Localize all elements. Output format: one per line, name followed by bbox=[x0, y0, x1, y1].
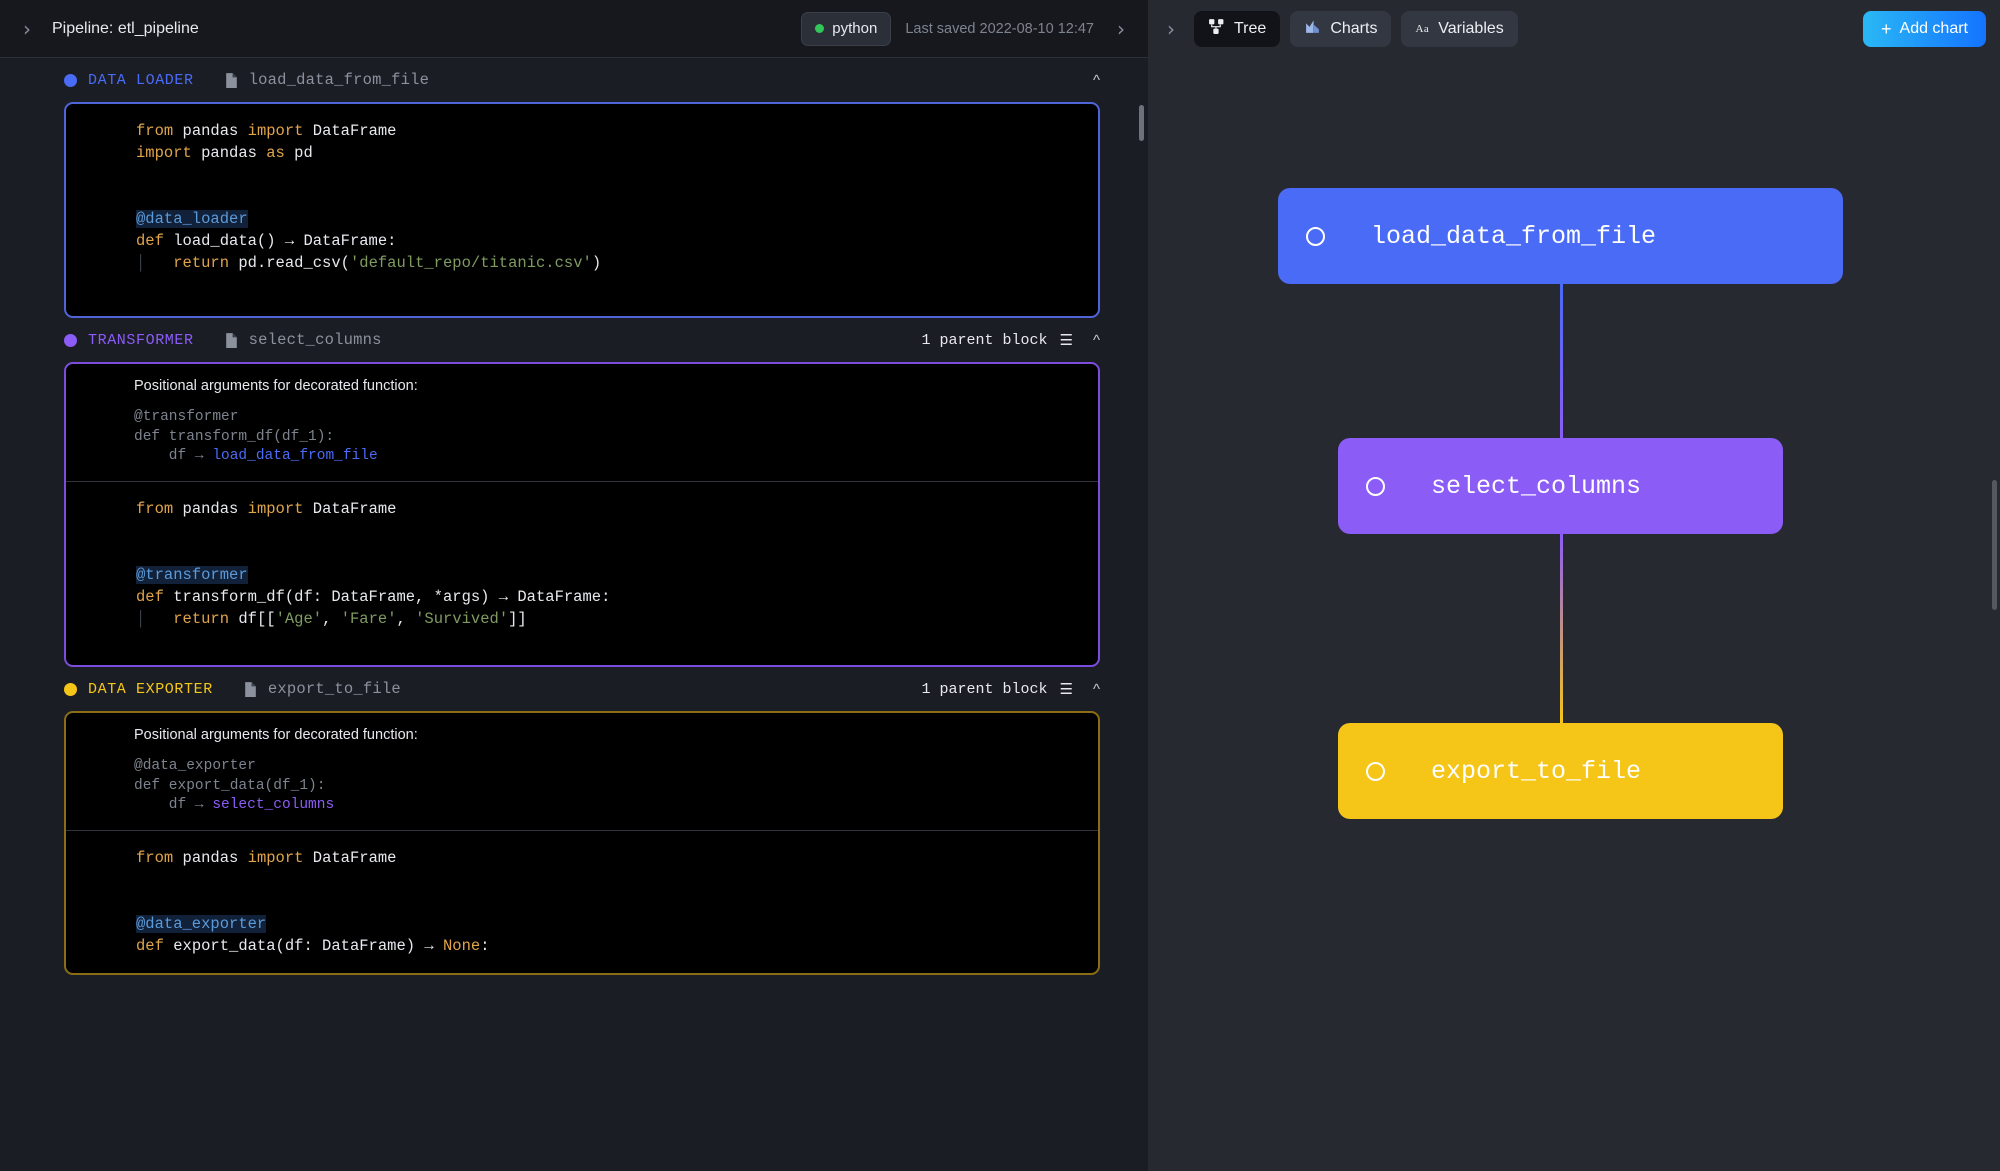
language-badge[interactable]: python bbox=[801, 11, 892, 46]
stack-icon[interactable]: ☰ bbox=[1059, 331, 1073, 349]
pipeline-block: DATA LOADER load_data_from_file ^ from pand… bbox=[64, 58, 1100, 318]
tree-edge bbox=[1559, 284, 1563, 438]
block-type-dot-icon bbox=[64, 73, 77, 87]
tree-node[interactable]: export_to_file bbox=[1338, 723, 1783, 819]
pipeline-block: TRANSFORMER select_columns 1 parent block ☰… bbox=[64, 318, 1100, 667]
view-tabs: Tree Charts Aa Variables bbox=[1194, 11, 1518, 47]
add-chart-label: Add chart bbox=[1899, 20, 1968, 37]
block-type-label: DATA EXPORTER bbox=[88, 680, 213, 698]
parent-block-count[interactable]: 1 parent block bbox=[921, 331, 1048, 349]
tab-tree-label: Tree bbox=[1234, 20, 1267, 37]
block-name-label[interactable]: export_to_file bbox=[267, 680, 401, 698]
tab-tree[interactable]: Tree bbox=[1194, 11, 1281, 47]
doc-line: def export_data(df_1): bbox=[134, 777, 326, 794]
tree-toolbar: › Tree bbox=[1148, 0, 2000, 58]
block-doc-strip: Positional arguments for decorated funct… bbox=[66, 713, 1098, 832]
tree-node-label: export_to_file bbox=[1431, 756, 1642, 786]
plus-icon: + bbox=[1881, 19, 1892, 39]
tab-variables[interactable]: Aa Variables bbox=[1401, 11, 1518, 47]
tree-pane: › Tree bbox=[1148, 0, 2000, 1171]
tree-icon bbox=[1208, 18, 1225, 40]
parent-block-count[interactable]: 1 parent block bbox=[921, 680, 1048, 698]
block-header: DATA LOADER load_data_from_file ^ bbox=[64, 58, 1100, 102]
block-doc-strip: Positional arguments for decorated funct… bbox=[66, 364, 1098, 483]
kernel-status-dot-icon bbox=[815, 24, 825, 33]
pipeline-header: › Pipeline: etl_pipeline python Last sav… bbox=[0, 0, 1148, 58]
block-code-card[interactable]: from pandas import DataFrame import pand… bbox=[64, 102, 1100, 318]
doc-code: @transformer def transform_df(df_1): df →… bbox=[66, 408, 1098, 467]
circle-icon bbox=[1366, 476, 1385, 496]
file-icon bbox=[224, 332, 239, 349]
tree-edge bbox=[1559, 534, 1563, 723]
tree-node[interactable]: load_data_from_file bbox=[1278, 188, 1843, 284]
block-type-dot-icon bbox=[64, 333, 77, 347]
expand-sidebar-icon[interactable]: › bbox=[23, 16, 31, 41]
code-editor[interactable]: from pandas import DataFrame import pand… bbox=[136, 122, 602, 272]
block-name-label[interactable]: load_data_from_file bbox=[248, 71, 430, 89]
last-saved-label: Last saved 2022-08-10 12:47 bbox=[905, 20, 1094, 37]
pipeline-block: DATA EXPORTER export_to_file 1 parent bloc… bbox=[64, 667, 1100, 976]
stack-icon[interactable]: ☰ bbox=[1059, 680, 1073, 698]
circle-icon bbox=[1366, 761, 1385, 781]
code-editor[interactable]: from pandas import DataFrame @data_expor… bbox=[136, 849, 490, 956]
add-chart-button[interactable]: + Add chart bbox=[1863, 11, 1986, 47]
doc-title: Positional arguments for decorated funct… bbox=[134, 727, 418, 743]
block-type-label: DATA LOADER bbox=[88, 71, 194, 89]
doc-line: @transformer bbox=[134, 409, 239, 425]
page-title: Pipeline: etl_pipeline bbox=[52, 19, 199, 37]
tab-variables-label: Variables bbox=[1438, 20, 1504, 37]
block-header: TRANSFORMER select_columns 1 parent block ☰… bbox=[64, 318, 1100, 362]
collapse-tree-icon[interactable]: › bbox=[1167, 17, 1175, 41]
editor-scrollbar[interactable] bbox=[1139, 105, 1144, 141]
pipeline-tree-canvas[interactable]: load_data_from_file select_columns export_… bbox=[1148, 58, 2000, 1171]
tree-node[interactable]: select_columns bbox=[1338, 438, 1783, 534]
file-icon bbox=[243, 681, 258, 698]
code-editor[interactable]: from pandas import DataFrame @transforme… bbox=[136, 500, 611, 629]
doc-line: df → load_data_from_file bbox=[134, 448, 378, 465]
block-type-label: TRANSFORMER bbox=[88, 331, 194, 349]
block-type-dot-icon bbox=[64, 682, 77, 696]
tab-charts-label: Charts bbox=[1330, 20, 1378, 37]
block-name-label[interactable]: select_columns bbox=[248, 331, 382, 349]
block-list: DATA LOADER load_data_from_file ^ from pand… bbox=[0, 58, 1148, 976]
doc-title: Positional arguments for decorated funct… bbox=[134, 378, 418, 394]
doc-line: def transform_df(df_1): bbox=[134, 428, 335, 445]
doc-line: df → select_columns bbox=[134, 797, 335, 814]
pipeline-editor-pane: › Pipeline: etl_pipeline python Last sav… bbox=[0, 0, 1148, 1171]
block-code-card[interactable]: Positional arguments for decorated funct… bbox=[64, 711, 1100, 976]
chart-icon bbox=[1304, 18, 1321, 40]
collapse-block-icon[interactable]: ^ bbox=[1092, 71, 1100, 89]
language-label: python bbox=[832, 20, 878, 37]
doc-line: @data_exporter bbox=[134, 758, 256, 774]
collapse-block-icon[interactable]: ^ bbox=[1092, 331, 1100, 349]
block-code-card[interactable]: Positional arguments for decorated funct… bbox=[64, 362, 1100, 667]
tree-node-label: load_data_from_file bbox=[1371, 221, 1657, 251]
tab-charts[interactable]: Charts bbox=[1290, 11, 1392, 47]
collapse-block-icon[interactable]: ^ bbox=[1092, 680, 1100, 698]
file-icon bbox=[224, 72, 239, 89]
tree-scrollbar[interactable] bbox=[1992, 480, 1997, 610]
circle-icon bbox=[1306, 226, 1325, 246]
collapse-right-icon[interactable]: › bbox=[1117, 16, 1125, 41]
tree-node-label: select_columns bbox=[1431, 471, 1642, 501]
block-header: DATA EXPORTER export_to_file 1 parent bloc… bbox=[64, 667, 1100, 711]
aa-icon: Aa bbox=[1415, 23, 1430, 35]
